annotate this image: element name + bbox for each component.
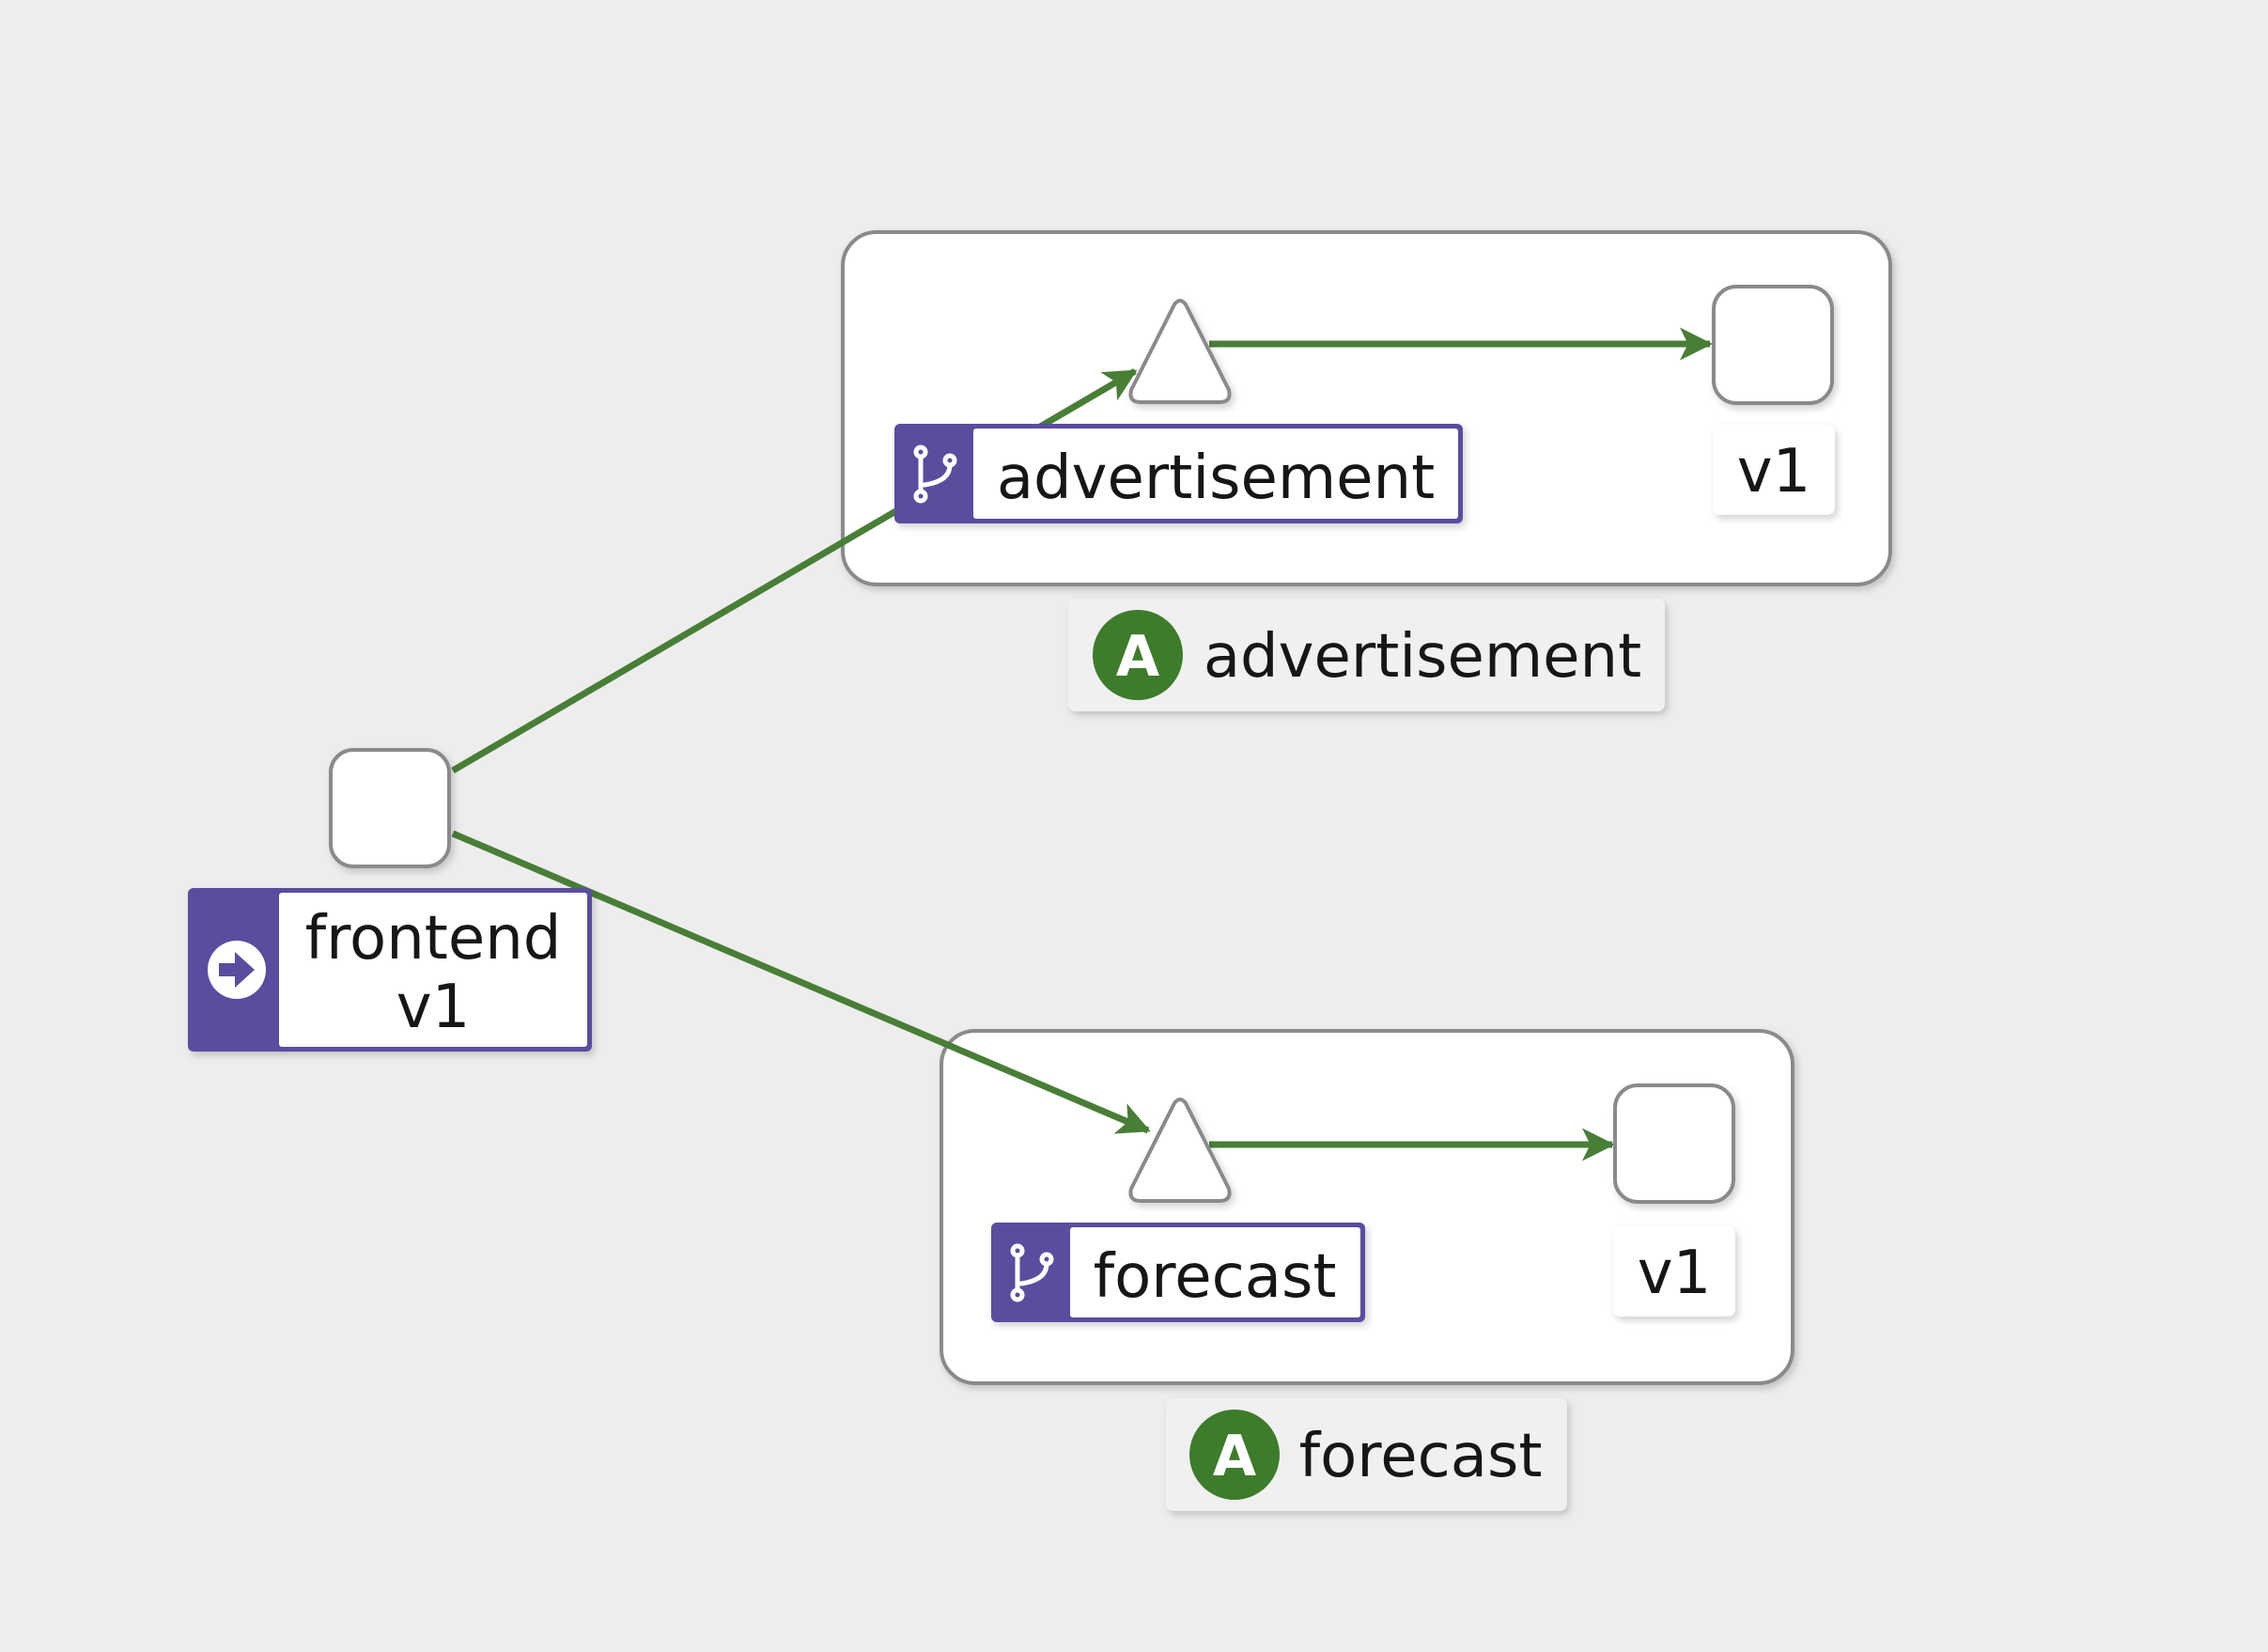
code-branch-icon bbox=[1010, 1243, 1054, 1302]
node-advertisement-service-text: advertisement bbox=[997, 444, 1435, 513]
node-forecast-workload-shape[interactable] bbox=[1613, 1083, 1735, 1204]
node-frontend-version: v1 bbox=[396, 973, 471, 1042]
node-forecast-workload[interactable] bbox=[1613, 1083, 1735, 1204]
node-frontend-name: frontend bbox=[305, 904, 562, 974]
node-forecast-service[interactable] bbox=[1128, 1098, 1232, 1203]
node-advertisement-service-label[interactable]: advertisement bbox=[894, 424, 1463, 523]
app-badge: A bbox=[1093, 610, 1183, 700]
node-forecast-workload-version: v1 bbox=[1638, 1239, 1712, 1308]
app-badge-letter: A bbox=[1213, 1424, 1257, 1489]
group-advertisement-label[interactable]: A advertisement bbox=[1068, 599, 1665, 711]
node-forecast-service-shape[interactable] bbox=[1128, 1098, 1232, 1203]
node-forecast-service-text: forecast bbox=[1094, 1242, 1337, 1312]
node-frontend[interactable] bbox=[329, 748, 451, 868]
node-advertisement-workload-label[interactable]: v1 bbox=[1713, 425, 1835, 515]
node-frontend-shape[interactable] bbox=[329, 748, 451, 868]
arrow-circle-right-icon bbox=[208, 941, 266, 999]
node-forecast-workload-label[interactable]: v1 bbox=[1613, 1226, 1735, 1317]
app-badge: A bbox=[1189, 1410, 1280, 1500]
node-advertisement-service[interactable] bbox=[1128, 299, 1232, 404]
node-advertisement-workload[interactable] bbox=[1712, 285, 1834, 405]
group-forecast-label[interactable]: A forecast bbox=[1166, 1398, 1567, 1511]
app-badge-letter: A bbox=[1116, 624, 1160, 690]
node-advertisement-service-shape[interactable] bbox=[1128, 299, 1232, 404]
node-frontend-label[interactable]: frontend v1 bbox=[188, 888, 592, 1052]
edge-frontend-to-forecast[interactable] bbox=[451, 830, 1151, 1134]
group-forecast-label-text: forecast bbox=[1299, 1422, 1543, 1491]
code-branch-icon bbox=[913, 444, 957, 504]
node-advertisement-workload-shape[interactable] bbox=[1712, 285, 1834, 405]
node-advertisement-workload-version: v1 bbox=[1737, 437, 1811, 507]
group-advertisement-label-text: advertisement bbox=[1204, 622, 1641, 692]
node-forecast-service-label[interactable]: forecast bbox=[991, 1223, 1365, 1322]
